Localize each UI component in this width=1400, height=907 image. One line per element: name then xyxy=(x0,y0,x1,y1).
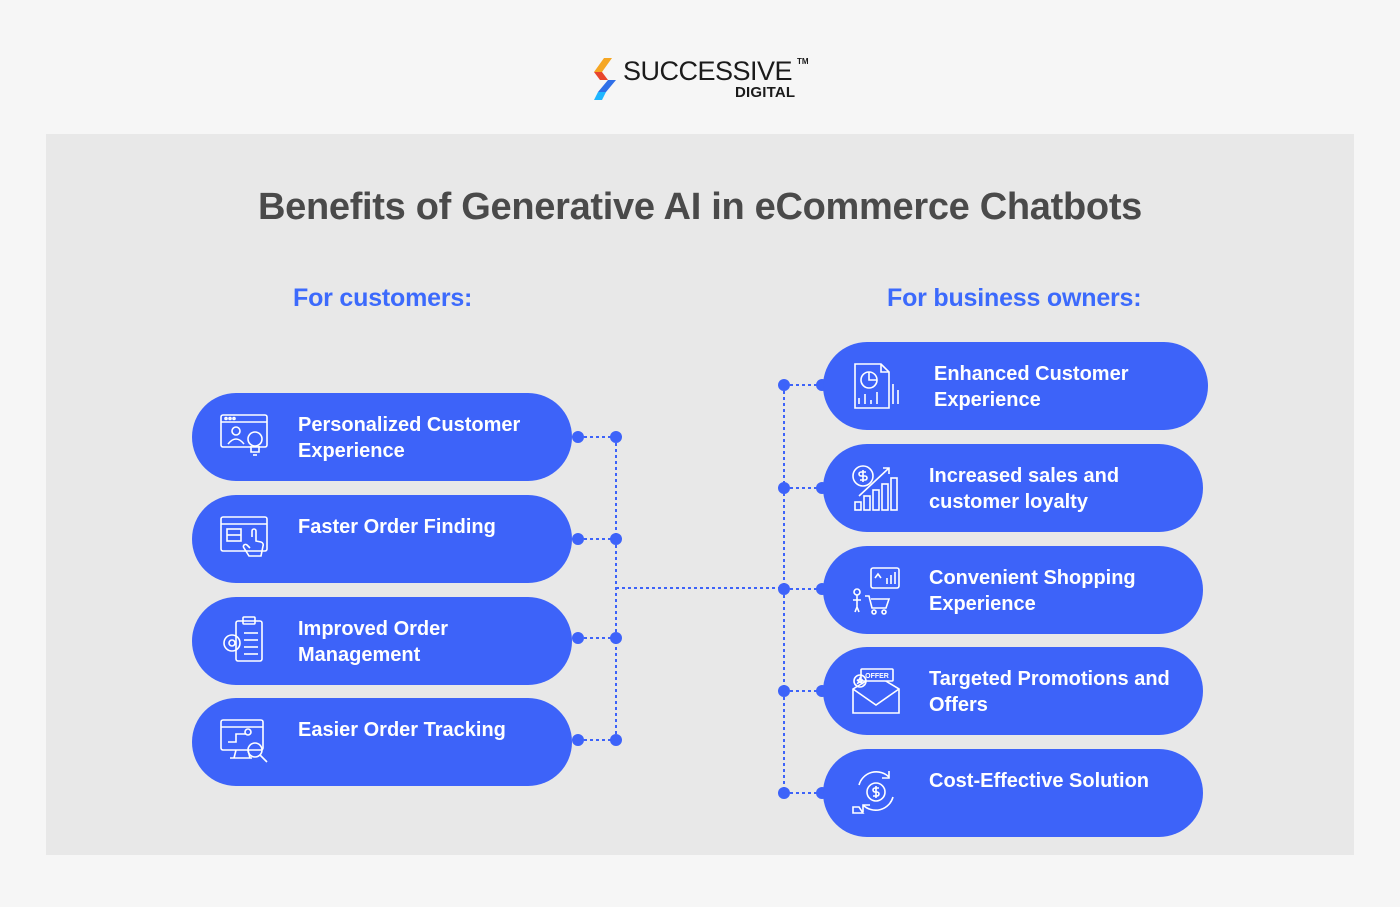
business-benefit-targeted-promotions: OFFER Targeted Promotions and Offers xyxy=(823,647,1203,735)
business-benefit-convenient-shopping: Convenient Shopping Experience xyxy=(823,546,1203,634)
customer-benefit-order-management: Improved Order Management xyxy=(192,597,572,685)
business-heading: For business owners: xyxy=(887,284,1142,312)
user-browser-icon xyxy=(220,414,268,456)
business-benefit-label: Convenient Shopping Experience xyxy=(929,567,1136,615)
customer-benefit-label: Easier Order Tracking xyxy=(298,719,506,741)
business-benefit-label: Increased sales and customer loyalty xyxy=(929,465,1120,513)
customers-heading: For customers: xyxy=(293,284,473,312)
customer-benefit-label: Faster Order Finding xyxy=(298,516,496,538)
business-benefit-label: Cost-Effective Solution xyxy=(929,770,1150,792)
business-benefit-enhanced-experience: Enhanced Customer Experience xyxy=(823,342,1208,430)
offer-envelope-icon: OFFER xyxy=(852,668,900,714)
logo-wordmark: SUCCESSIVE xyxy=(623,56,793,86)
business-benefit-increased-sales: Increased sales and customer loyalty xyxy=(823,444,1203,532)
business-benefit-cost-effective: Cost-Effective Solution xyxy=(823,749,1203,837)
logo-trademark: TM xyxy=(797,57,809,66)
page-title: Benefits of Generative AI in eCommerce C… xyxy=(257,186,1143,228)
customer-benefit-label: Improved Order Management xyxy=(298,618,449,666)
logo-mark-icon xyxy=(594,58,616,100)
logo: SUCCESSIVE TM DIGITAL xyxy=(590,56,820,102)
customer-benefit-faster-order: Faster Order Finding xyxy=(192,495,572,583)
touch-screen-icon xyxy=(220,516,268,557)
clipboard-gear-icon xyxy=(223,616,263,662)
customer-benefit-label: Personalized Customer Experience xyxy=(298,414,521,462)
monitor-search-icon xyxy=(220,719,268,763)
dollar-cycle-icon xyxy=(852,771,894,814)
svg-text:OFFER: OFFER xyxy=(865,673,889,680)
logo-subtitle: DIGITAL xyxy=(735,84,796,101)
customer-benefit-personalized-experience: Personalized Customer Experience xyxy=(192,393,572,481)
business-benefit-label: Enhanced Customer Experience xyxy=(934,363,1129,411)
dollar-growth-icon xyxy=(852,465,898,511)
customer-benefit-order-tracking: Easier Order Tracking xyxy=(192,698,572,786)
business-benefit-label: Targeted Promotions and Offers xyxy=(929,668,1170,716)
report-chart-icon xyxy=(854,363,899,409)
shopper-cart-icon xyxy=(853,567,900,615)
